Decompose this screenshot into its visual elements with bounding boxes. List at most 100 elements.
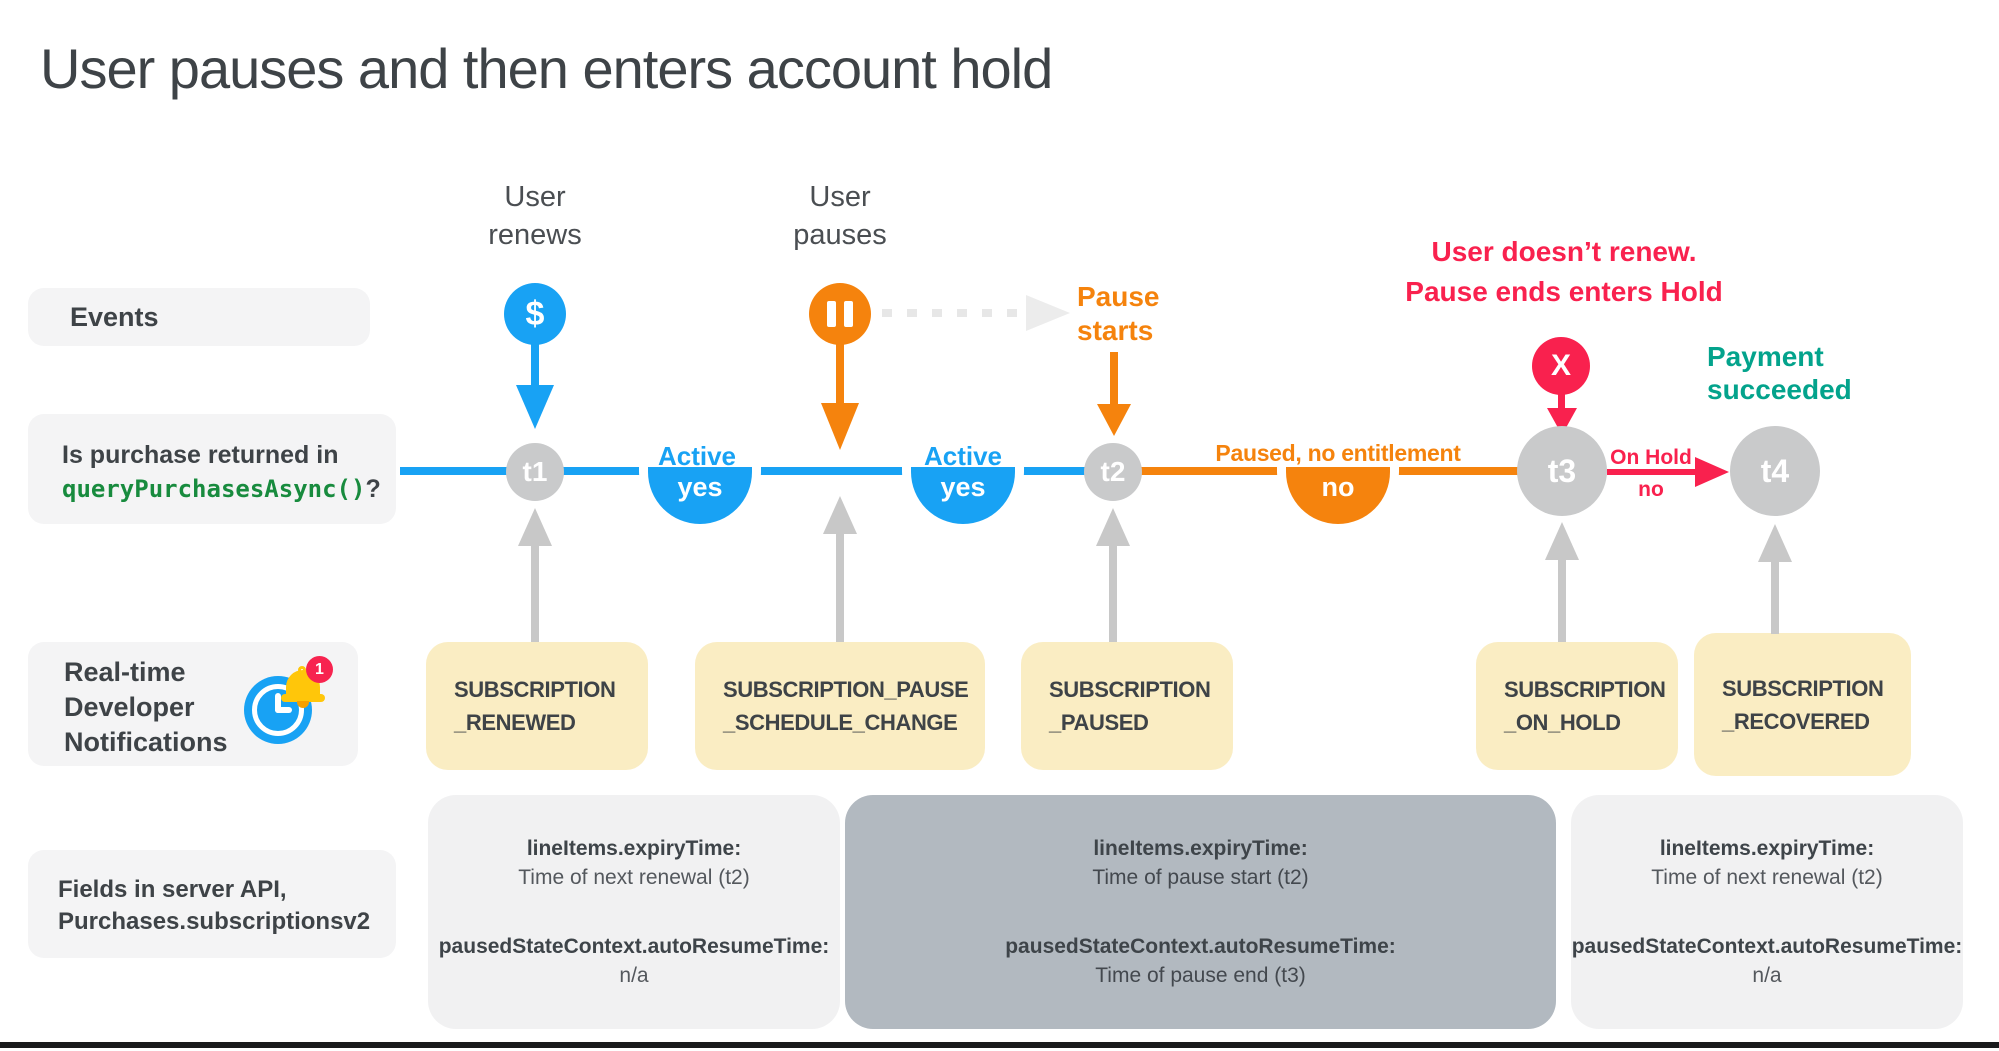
pause-arrow-head xyxy=(821,403,859,450)
rtdn-up-arrow-head xyxy=(518,508,552,546)
segment-label-on-hold: On Hold xyxy=(1610,446,1692,469)
rtdn-box-line: _ON_HOLD xyxy=(1504,710,1621,735)
dollar-icon: $ xyxy=(504,283,566,345)
user-pauses-line: User xyxy=(809,181,871,213)
rtdn-up-arrow-head xyxy=(1096,508,1130,546)
field-label: pausedStateContext.autoResumeTime: xyxy=(1571,935,1963,958)
timeline-node-t4: t4 xyxy=(1730,426,1820,516)
renew-arrow-stem xyxy=(531,343,539,387)
timeline-node-t2: t2 xyxy=(1084,443,1142,501)
field-value: n/a xyxy=(619,964,649,987)
hold-warning-line: User doesn’t renew. xyxy=(1431,236,1697,267)
purchase-question-text: Is purchase returned in xyxy=(62,441,339,469)
timeline-node-t3: t3 xyxy=(1517,426,1607,516)
rtdn-up-arrow-stem xyxy=(1558,558,1566,642)
segment-label-paused: Paused, no entitlement xyxy=(1215,440,1461,466)
pause-starts-line: starts xyxy=(1077,315,1154,346)
bell-icon xyxy=(281,666,328,710)
pause-starts-arrow-stem xyxy=(1110,352,1118,406)
pause-bar xyxy=(844,301,853,327)
hold-warning-line: Pause ends enters Hold xyxy=(1405,276,1723,307)
field-group: pausedStateContext.autoResumeTime: n/a xyxy=(428,932,840,990)
row-label-purchase-question: Is purchase returned in queryPurchasesAs… xyxy=(28,414,396,524)
rtdn-up-arrow-stem xyxy=(531,544,539,642)
dotted-arrow-head xyxy=(1026,295,1070,331)
fields-label-line: Purchases.subscriptionsv2 xyxy=(58,908,371,935)
pause-bar xyxy=(827,301,836,327)
field-value: Time of pause end (t3) xyxy=(1095,964,1306,987)
hold-warning-label: User doesn’t renew. Pause ends enters Ho… xyxy=(1398,232,1730,312)
field-group: lineItems.expiryTime: Time of pause star… xyxy=(845,834,1556,892)
rtdn-box-subscription-paused: SUBSCRIPTION _PAUSED xyxy=(1021,642,1233,770)
rtdn-up-arrow-head xyxy=(1758,524,1792,562)
rtdn-up-arrow-stem xyxy=(1109,544,1117,642)
user-pauses-line: pauses xyxy=(793,219,887,251)
rtdn-up-arrow-stem xyxy=(836,532,844,642)
dollar-glyph: $ xyxy=(525,294,545,333)
field-label: pausedStateContext.autoResumeTime: xyxy=(438,935,830,958)
page-title: User pauses and then enters account hold xyxy=(40,37,1053,100)
slide-bottom-edge xyxy=(0,1042,1999,1048)
rtdn-box-line: SUBSCRIPTION_PAUSE xyxy=(723,677,969,702)
rtdn-label-line: Developer xyxy=(64,692,195,722)
rtdn-label-line: Real-time xyxy=(64,657,186,687)
x-icon: X xyxy=(1532,337,1590,395)
segment-label-active-2: Active xyxy=(923,441,1003,471)
fields-box-hold: lineItems.expiryTime: Time of next renew… xyxy=(1571,795,1963,1029)
rtdn-box-subscription-recovered: SUBSCRIPTION _RECOVERED xyxy=(1694,633,1911,776)
answer-badge-yes-2: yes xyxy=(911,467,1015,524)
rtdn-box-line: _PAUSED xyxy=(1049,710,1149,735)
row-label-fields: Fields in server API, Purchases.subscrip… xyxy=(28,850,396,958)
timeline-active-segment xyxy=(400,467,1113,475)
notification-badge: 1 xyxy=(306,656,333,683)
fields-box-active: lineItems.expiryTime: Time of next renew… xyxy=(428,795,840,1029)
field-value: Time of next renewal (t2) xyxy=(518,866,750,889)
rtdn-box-line: _RENEWED xyxy=(454,710,576,735)
question-mark: ? xyxy=(365,475,381,503)
rtdn-box-subscription-renewed: SUBSCRIPTION _RENEWED xyxy=(426,642,648,770)
field-label: pausedStateContext.autoResumeTime: xyxy=(1005,935,1396,958)
rtdn-box-subscription-pause-schedule-change: SUBSCRIPTION_PAUSE _SCHEDULE_CHANGE xyxy=(695,642,985,770)
rtdn-box-line: _SCHEDULE_CHANGE xyxy=(723,710,958,735)
pause-starts-label: Pause starts xyxy=(1077,280,1237,348)
pause-starts-arrow-head xyxy=(1097,404,1131,436)
rtdn-box-line: SUBSCRIPTION xyxy=(1049,677,1211,702)
clock-ring xyxy=(252,684,304,736)
pause-icon xyxy=(809,283,871,345)
bell-clapper xyxy=(297,701,309,708)
field-group: pausedStateContext.autoResumeTime: Time … xyxy=(845,932,1556,990)
query-purchases-code: queryPurchasesAsync() xyxy=(62,475,366,503)
pause-starts-line: Pause xyxy=(1077,281,1160,312)
dotted-delay-line xyxy=(882,309,1022,317)
payment-succeeded-label: Payment succeeded xyxy=(1707,340,1957,406)
row-label-events: Events xyxy=(28,288,370,346)
field-group: lineItems.expiryTime: Time of next renew… xyxy=(1571,834,1963,892)
field-label: lineItems.expiryTime: xyxy=(1659,837,1875,860)
answer-badge-yes-1: yes xyxy=(648,467,752,524)
field-value: n/a xyxy=(1752,964,1782,987)
answer-badge-no: no xyxy=(1286,467,1390,524)
rtdn-box-line: SUBSCRIPTION xyxy=(1722,675,1884,701)
clock-hand-minute xyxy=(275,693,281,713)
hold-arrow-stem xyxy=(1558,394,1565,410)
rtdn-box-subscription-on-hold: SUBSCRIPTION _ON_HOLD xyxy=(1476,642,1678,770)
timeline-hold-arrow-line xyxy=(1607,469,1699,475)
rtdn-up-arrow-head xyxy=(823,496,857,534)
fields-label-line: Fields in server API, xyxy=(58,876,287,903)
payment-succeeded-line: succeeded xyxy=(1707,374,1852,405)
user-renews-label: User renews xyxy=(435,178,635,254)
purchase-question-code-line: queryPurchasesAsync()? xyxy=(62,472,396,506)
field-label: lineItems.expiryTime: xyxy=(526,837,742,860)
field-value: Time of pause start (t2) xyxy=(1092,866,1309,889)
field-group: pausedStateContext.autoResumeTime: n/a xyxy=(1571,932,1963,990)
events-label: Events xyxy=(70,301,159,332)
user-renews-line: User xyxy=(504,181,566,213)
field-label: lineItems.expiryTime: xyxy=(1093,837,1308,860)
user-pauses-label: User pauses xyxy=(740,178,940,254)
segment-label-active-1: Active xyxy=(657,441,737,471)
rtdn-box-line: _RECOVERED xyxy=(1722,708,1870,734)
x-glyph: X xyxy=(1550,349,1571,382)
clock-hand-hour xyxy=(275,707,292,713)
renew-arrow-head xyxy=(516,385,554,429)
